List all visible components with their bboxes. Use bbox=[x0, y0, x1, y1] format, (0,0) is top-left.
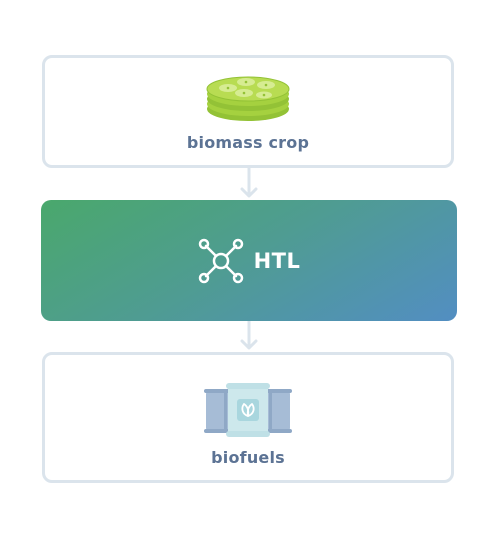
biofuels-label: biofuels bbox=[211, 448, 285, 467]
biofuels-box: biofuels bbox=[42, 352, 454, 483]
htl-process-box: HTL bbox=[41, 200, 457, 321]
algae-stack-icon bbox=[206, 76, 290, 121]
flow-arrow-down bbox=[240, 321, 258, 350]
htl-label: HTL bbox=[253, 249, 301, 273]
biomass-crop-label: biomass crop bbox=[186, 133, 310, 152]
flow-arrow-down bbox=[240, 168, 258, 198]
biomass-crop-box: biomass crop bbox=[42, 55, 454, 168]
molecule-network-icon bbox=[198, 238, 243, 284]
fuel-barrel-icon bbox=[204, 383, 292, 437]
